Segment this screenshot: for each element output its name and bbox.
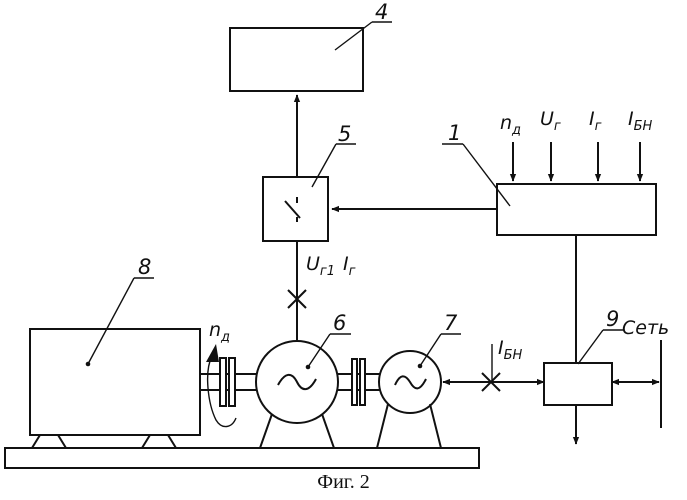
signal-nd-shaft: nд	[209, 319, 230, 345]
input-label-ig: Iг	[589, 108, 602, 134]
number-8: 8	[138, 255, 151, 279]
block-4	[230, 28, 363, 91]
number-4: 4	[375, 0, 388, 24]
number-1: 1	[448, 121, 461, 145]
network-label: Сеть	[622, 317, 669, 339]
block-1	[497, 184, 656, 235]
signal-ug1: Uг1	[306, 253, 335, 279]
motor-foot-left	[32, 435, 66, 448]
input-label-ug: Uг	[540, 108, 561, 134]
number-6: 6	[333, 311, 346, 335]
number-7: 7	[444, 311, 458, 335]
input-label-nd: nд	[500, 112, 521, 138]
leader-1	[463, 144, 510, 206]
figure-caption: Фиг. 2	[0, 471, 687, 494]
block-8-motor	[30, 329, 200, 435]
number-5: 5	[338, 122, 351, 146]
base-frame	[5, 448, 479, 468]
leader-9	[578, 330, 603, 364]
motor-foot-right	[142, 435, 176, 448]
input-label-ibn: IБН	[628, 108, 653, 134]
number-9: 9	[606, 307, 619, 331]
signal-ibn: IБН	[498, 337, 523, 363]
signal-ig: Iг	[343, 253, 356, 279]
block-9-box	[544, 363, 612, 405]
block-5-switch	[263, 177, 328, 241]
